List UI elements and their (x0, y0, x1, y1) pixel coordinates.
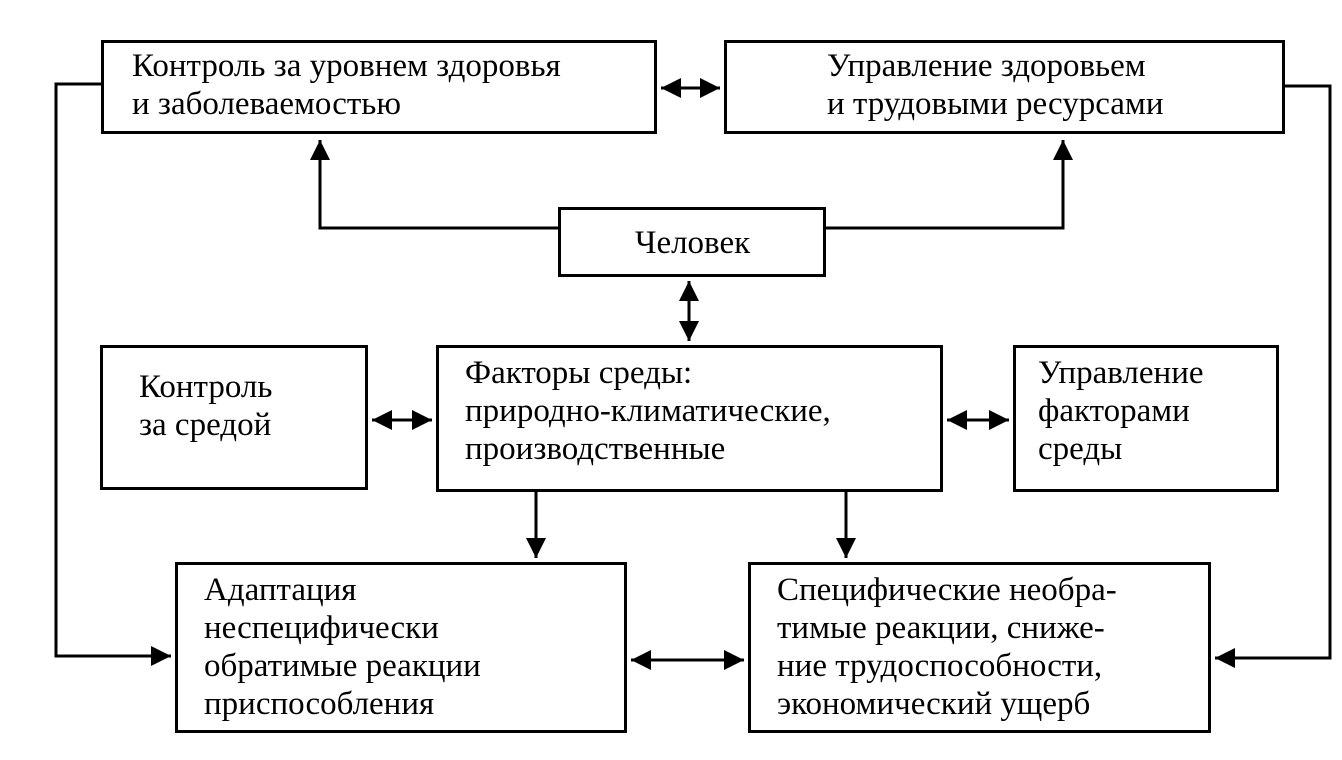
arrow-health-control-to-adaptation (54, 82, 171, 666)
box-human: Человек (558, 207, 826, 277)
box-text-line: тимые реакции, сниже- (777, 610, 1105, 646)
box-adaptation: Адаптация неспецифически обратимые реакц… (175, 562, 627, 733)
box-specific-reactions: Специфические необра- тимые реакции, сни… (748, 562, 1211, 733)
box-text-line: и заболеваемостью (132, 86, 401, 122)
box-text-line: Контроль (139, 369, 273, 405)
box-env-management: Управление факторами среды (1013, 345, 1279, 492)
box-text-line: Контроль за уровнем здоровья (132, 48, 561, 84)
box-text-line: природно-климатические, (465, 393, 831, 429)
box-text-line: за средой (139, 407, 272, 443)
box-text-line: Управление здоровьем (827, 48, 1146, 84)
box-text-line: производственные (465, 431, 726, 467)
box-text-line: факторами (1038, 393, 1190, 429)
box-health-control: Контроль за уровнем здоровья и заболевае… (101, 40, 657, 134)
box-text-line: среды (1038, 431, 1123, 467)
box-text-line: Факторы среды: (465, 355, 693, 391)
box-health-management: Управление здоровьем и трудовыми ресурса… (724, 40, 1285, 134)
box-text-line: обратимые реакции (204, 648, 481, 684)
arrow-human-to-health-control (310, 140, 558, 230)
box-text-line: Человек (635, 225, 751, 261)
box-text-line: и трудовыми ресурсами (827, 86, 1164, 122)
arrow-human-to-health-management (826, 140, 1073, 230)
box-text-line: экономический ущерб (777, 686, 1091, 722)
box-env-factors: Факторы среды: природно-климатические, п… (436, 345, 943, 492)
box-text-line: Управление (1038, 355, 1204, 391)
arrow-health-management-to-specific (1215, 84, 1332, 668)
box-text-line: ние трудоспособности, (777, 648, 1103, 684)
box-text-line: приспособления (204, 686, 435, 722)
box-text-line: Адаптация (204, 572, 357, 608)
box-env-control: Контроль за средой (100, 345, 368, 490)
box-text-line: неспецифически (204, 610, 439, 646)
box-text-line: Специфические необра- (777, 572, 1117, 608)
